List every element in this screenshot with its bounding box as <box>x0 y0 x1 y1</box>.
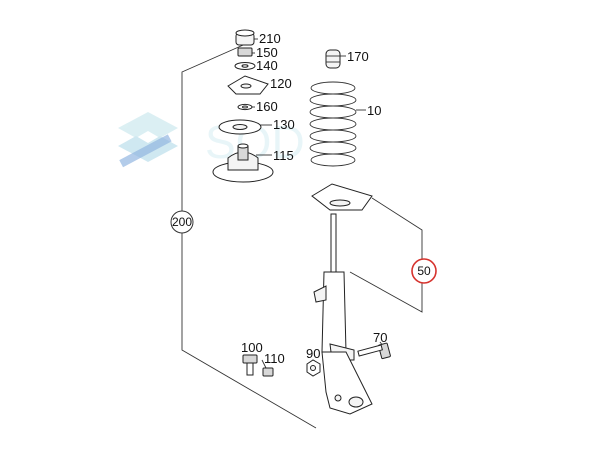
part-90-nut[interactable] <box>306 359 321 377</box>
part-170-bump-stop[interactable] <box>325 49 341 69</box>
part-115-upper-mount[interactable] <box>212 143 274 183</box>
part-210-cap[interactable] <box>235 29 255 46</box>
part-150-nut[interactable] <box>237 47 253 57</box>
label-90: 90 <box>306 346 320 361</box>
callout-200: 200 <box>170 210 194 234</box>
part-120-plate[interactable] <box>227 75 269 95</box>
label-200: 200 <box>172 215 192 229</box>
label-210: 210 <box>259 31 281 46</box>
callout-50-highlighted[interactable]: 50 <box>411 258 437 284</box>
label-70: 70 <box>373 330 387 345</box>
label-110: 110 <box>264 351 285 366</box>
label-100: 100 <box>241 340 263 355</box>
label-160: 160 <box>256 99 278 114</box>
part-50-strut[interactable] <box>311 183 373 415</box>
part-130-mount-ring[interactable] <box>218 119 262 135</box>
label-130: 130 <box>273 117 295 132</box>
part-140-washer[interactable] <box>234 62 256 70</box>
part-70-bolt[interactable] <box>357 342 391 360</box>
assembly-bracket-50 <box>349 197 423 313</box>
label-150: 150 <box>256 45 278 60</box>
label-120: 120 <box>270 76 292 91</box>
label-10: 10 <box>367 103 381 118</box>
label-140: 140 <box>256 58 278 73</box>
part-10-coil-spring[interactable] <box>309 81 357 167</box>
part-100-bolt[interactable] <box>242 354 258 376</box>
label-115: 115 <box>273 148 294 163</box>
part-160-washer[interactable] <box>237 103 253 111</box>
label-50: 50 <box>417 264 431 278</box>
label-170: 170 <box>347 49 369 64</box>
part-110-nut[interactable] <box>262 367 274 377</box>
